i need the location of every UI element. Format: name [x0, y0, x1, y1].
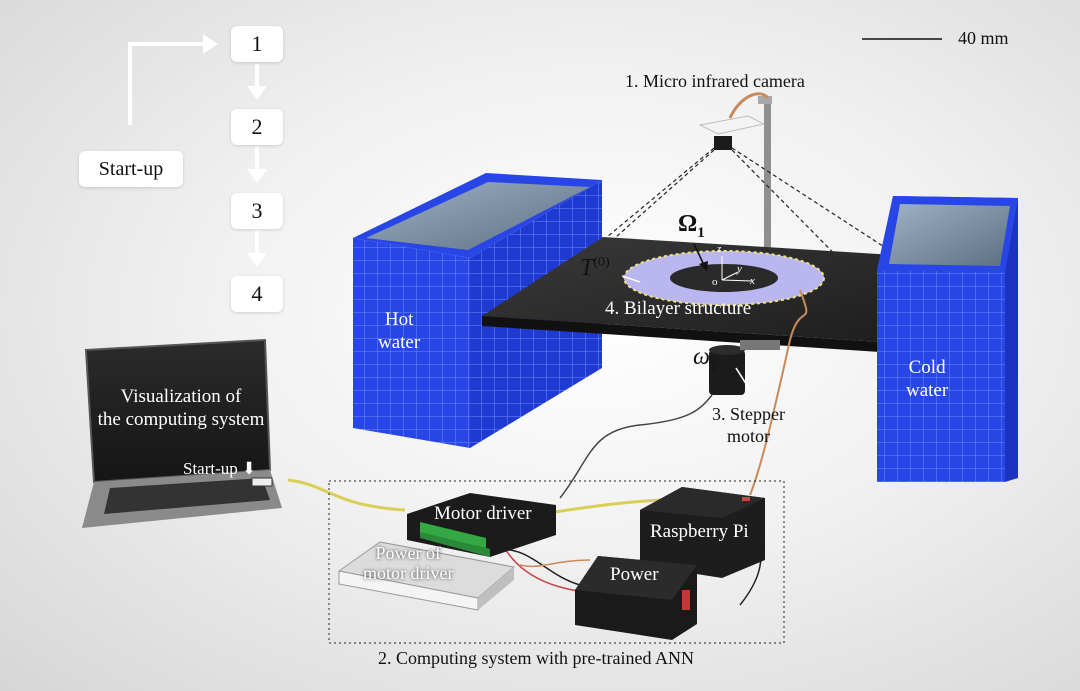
raspberry-pi-label: Raspberry Pi [650, 521, 749, 542]
omega-pointer [693, 243, 705, 266]
step-4-box: 4 [231, 276, 283, 312]
computing-system-frame [328, 480, 785, 644]
power-box [575, 556, 697, 640]
cold-water-label: Cold water [906, 357, 949, 401]
stepper-label: 3. Stepper motor [712, 404, 785, 446]
step-3-box: 3 [231, 193, 283, 229]
step-2-label: 2 [251, 114, 263, 139]
startup-box: Start-up [79, 151, 183, 187]
coordinate-axes [721, 256, 753, 282]
camera-label: 1. Micro infrared camera [625, 71, 805, 91]
hot-water-label: Hot water [378, 309, 421, 353]
computing-system-label: 2. Computing system with pre-trained ANN [378, 648, 694, 668]
laptop [82, 338, 282, 528]
camera-stand [728, 92, 772, 262]
bilayer-label: 4. Bilayer structure [605, 298, 752, 319]
stepper-pointer [735, 367, 751, 391]
motor-driver-power-supply [337, 541, 516, 611]
power-label: Power [610, 564, 659, 585]
step-1-label: 1 [251, 31, 263, 56]
scale-bar-label: 40 mm [958, 28, 1009, 48]
step-1-box: 1 [231, 26, 283, 62]
startup-label: Start-up [98, 157, 164, 180]
step-3-label: 3 [251, 198, 263, 223]
axis-x-label: x [750, 275, 755, 287]
motor-driver [407, 493, 556, 557]
motor-driver-label: Motor driver [434, 503, 532, 524]
omega1-label: Ω1 [678, 211, 705, 241]
laptop-startup-label: Start-up ⬇ [183, 459, 257, 478]
down-arrow-icon: ⬇ [242, 459, 257, 478]
motor-driver-power-label: Power of motor driver [363, 543, 454, 583]
step-2-box: 2 [231, 109, 283, 145]
laptop-screen-text: Visualization of the computing system [97, 386, 265, 430]
infrared-camera [698, 115, 766, 150]
startup-flow-arrows [128, 34, 267, 267]
axis-y-label: y [737, 263, 742, 275]
cold-water-tank [877, 196, 1018, 482]
omega-speed-label: ω1 [693, 344, 717, 374]
step-4-label: 4 [251, 281, 263, 306]
axis-z-label: z [717, 243, 722, 255]
t0-label: T(0) [580, 255, 610, 281]
axis-origin-label: o [712, 276, 718, 288]
raspberry-pi-box [640, 487, 765, 578]
t0-pointer [621, 275, 641, 283]
stepper-motor [709, 340, 780, 395]
bilayer-ring [623, 250, 825, 306]
hot-water-tank [353, 173, 602, 448]
